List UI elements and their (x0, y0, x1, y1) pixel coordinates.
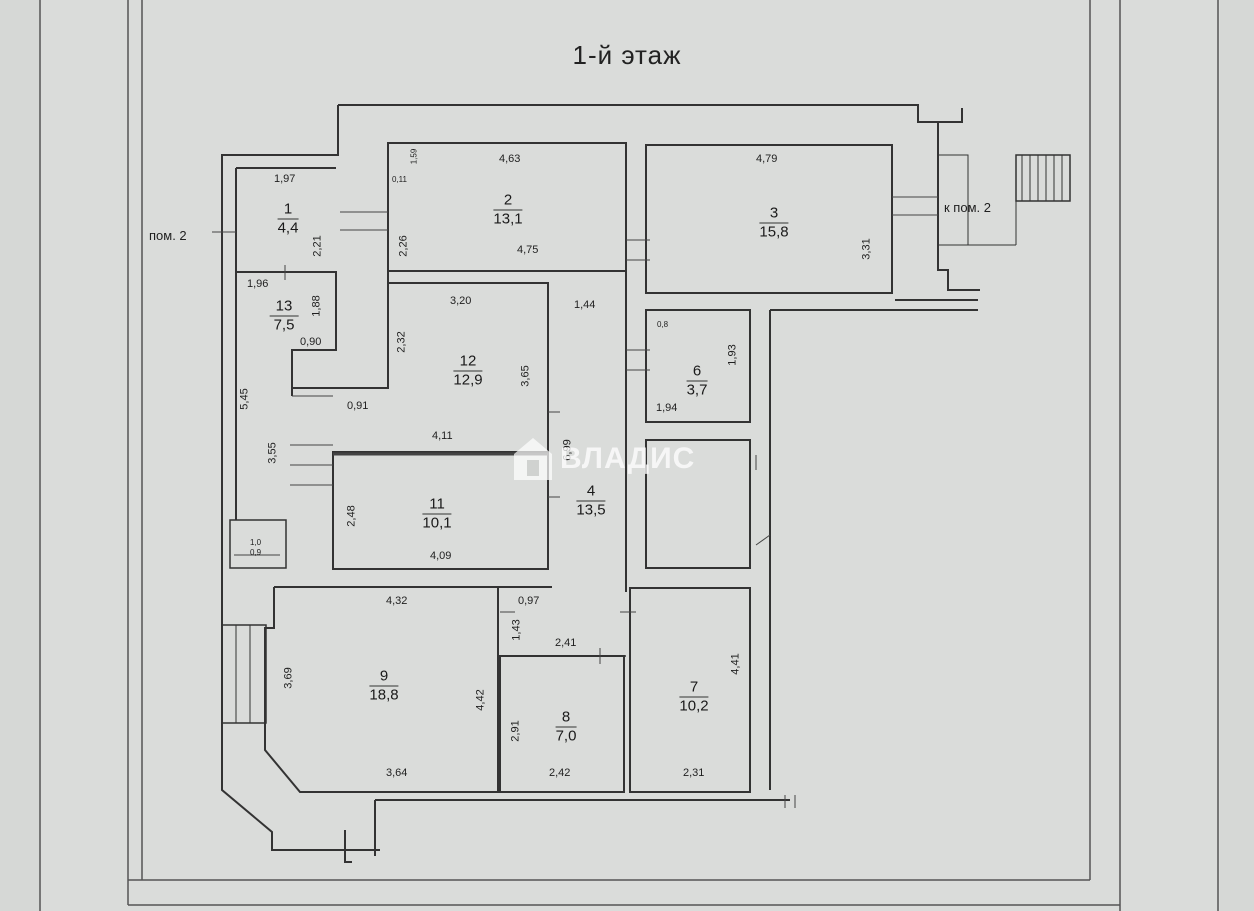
room-number: 13 (269, 298, 299, 317)
dimension-label: 4,63 (499, 153, 521, 165)
room-area: 3,7 (686, 381, 708, 399)
room-area: 10,1 (422, 514, 452, 532)
label-adjacent-room-left: пом. 2 (149, 228, 187, 243)
dimension-label: 4,75 (517, 244, 539, 256)
dimension-label: 4,41 (729, 653, 742, 675)
dimension-label: 2,91 (509, 720, 522, 742)
room-area: 7,5 (273, 316, 295, 334)
room-number: 9 (369, 668, 399, 687)
dimension-label: 5,45 (238, 388, 251, 410)
walls (221, 104, 1071, 863)
dimension-label: 3,31 (860, 238, 873, 260)
dimension-label: 4,79 (756, 153, 778, 165)
room-area: 13,1 (493, 210, 523, 228)
door-marks (212, 196, 938, 808)
dimension-label: 2,31 (683, 767, 705, 779)
dimension-label: 1,88 (310, 295, 323, 317)
sheet-frame (39, 0, 1219, 911)
dimension-label: 3,69 (282, 667, 295, 689)
dimension-label: 3,64 (386, 767, 408, 779)
house-icon (514, 438, 552, 480)
floor-title: 1-й этаж (572, 40, 682, 70)
dimension-label: 1,96 (247, 278, 269, 290)
room-area: 13,5 (576, 501, 606, 519)
dimension-label: 3,55 (266, 442, 279, 464)
dimension-label: 2,32 (395, 331, 408, 353)
room-area: 7,0 (555, 727, 577, 745)
room-number: 7 (679, 679, 709, 698)
dimension-label: 4,42 (474, 689, 487, 711)
room-number: 6 (686, 363, 708, 382)
dimension-label: 2,48 (345, 505, 358, 527)
dimension-label: 0,9 (250, 548, 262, 557)
dimension-label: 0,90 (300, 336, 322, 348)
room-number: 11 (422, 496, 452, 515)
dimension-label: 1,59 (409, 148, 419, 165)
room-number: 12 (453, 353, 483, 372)
label-adjacent-room-right: к пом. 2 (944, 200, 991, 215)
room-area: 18,8 (369, 686, 399, 704)
dimension-label: 2,41 (555, 637, 577, 649)
dimension-label: 2,42 (549, 767, 571, 779)
dimension-label: 0,91 (347, 400, 369, 412)
room-area: 12,9 (453, 371, 483, 389)
watermark: ВЛАДИС (512, 436, 695, 482)
dimension-label: 1,44 (574, 299, 596, 311)
dimension-label: 3,20 (450, 295, 472, 307)
dimension-label: 4,09 (430, 550, 452, 562)
room-number: 1 (277, 201, 299, 220)
dimension-label: 0,11 (392, 175, 407, 184)
dimension-label: 3,65 (519, 365, 532, 387)
dimension-label: 0,97 (518, 595, 540, 607)
stair-treads (1021, 155, 1063, 201)
room-number: 4 (576, 483, 606, 502)
dimension-label: 2,26 (397, 235, 410, 257)
room-area: 10,2 (679, 697, 709, 715)
room-number: 2 (493, 192, 523, 211)
watermark-text: ВЛАДИС (560, 442, 696, 475)
room-area: 15,8 (759, 223, 789, 241)
dimension-label: 0,8 (657, 320, 669, 329)
room-number: 3 (759, 205, 789, 224)
dimension-label: 4,32 (386, 595, 408, 607)
dimension-label: 1,93 (726, 344, 739, 366)
room-area: 4,4 (277, 219, 299, 237)
dimension-label: 1,94 (656, 402, 678, 414)
dimension-label: 1,43 (510, 619, 523, 641)
dimension-label: 2,21 (311, 235, 324, 257)
dimension-label: 1,0 (250, 538, 262, 547)
dimension-label: 1,97 (274, 173, 296, 185)
dimension-label: 4,11 (432, 430, 453, 442)
room-number: 8 (555, 709, 577, 728)
